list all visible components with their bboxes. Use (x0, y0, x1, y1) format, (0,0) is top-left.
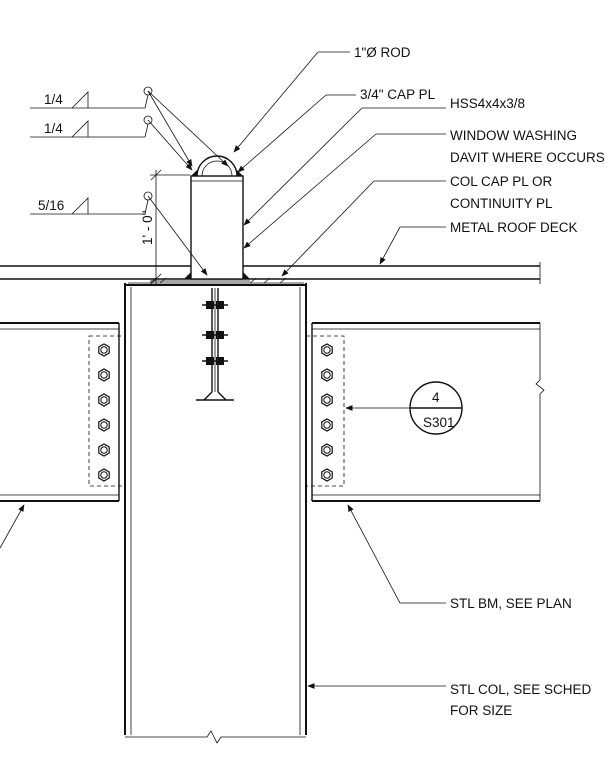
section-sheet: S301 (423, 415, 455, 430)
note-stl-col: STL COL, SEE SCHED FOR SIZE (307, 682, 592, 718)
davit-label-line-1: WINDOW WASHING (450, 128, 577, 143)
note-rod: 1"Ø ROD (233, 45, 411, 153)
stub-bolt (202, 331, 228, 339)
weld-size-1: 1/4 (44, 92, 63, 107)
beam-bolt (321, 343, 333, 357)
stl-col-label-line-2: FOR SIZE (450, 703, 512, 718)
note-stl-bm: STL BM, SEE PLAN (0, 504, 572, 611)
col-cap-plate (128, 280, 304, 284)
col-cap-label-line-1: COL CAP PL OR (450, 174, 553, 189)
section-number: 4 (432, 390, 440, 405)
stub-bolt (202, 301, 228, 309)
beam-bolt (321, 368, 333, 382)
beam-bolt (98, 343, 110, 357)
stl-col-label-line-1: STL COL, SEE SCHED (450, 682, 592, 697)
beam-bolt (321, 443, 333, 457)
beam-bolt (98, 368, 110, 382)
col-cap-label-line-2: CONTINUITY PL (450, 196, 553, 211)
beam-bolt (98, 393, 110, 407)
hss-label: HSS4x4x3/8 (450, 96, 525, 111)
beam-bolt (321, 393, 333, 407)
beam-bolt (98, 418, 110, 432)
beam-bolts (98, 343, 333, 482)
note-davit: WINDOW WASHING DAVIT WHERE OCCURS (243, 128, 605, 249)
davit-label-line-2: DAVIT WHERE OCCURS (450, 150, 605, 165)
cap-pl-label: 3/4" CAP PL (360, 87, 436, 102)
weld-symbol-2: 1/4 (30, 115, 193, 171)
beam-bolt (98, 468, 110, 482)
dimension-label: 1' - 0" (140, 210, 155, 245)
metal-roof-deck (0, 262, 541, 284)
beam-bolt (98, 443, 110, 457)
weld-size-3: 5/16 (38, 198, 64, 213)
right-steel-beam (305, 322, 545, 502)
weld-size-2: 1/4 (44, 121, 63, 136)
note-col-cap: COL CAP PL OR CONTINUITY PL (281, 174, 553, 277)
note-roof-deck: METAL ROOF DECK (379, 220, 578, 265)
beam-bolt (321, 418, 333, 432)
weld-symbol-1: 1/4 (30, 86, 229, 167)
section-callout: 4 S301 (345, 381, 463, 435)
steel-column (124, 283, 307, 744)
beam-bolt (321, 468, 333, 482)
note-hss: HSS4x4x3/8 (243, 96, 525, 226)
weld-symbol-3: 5/16 (30, 191, 208, 276)
stub-bolts (202, 301, 228, 365)
stub-bolt (202, 357, 228, 365)
note-cap-pl: 3/4" CAP PL (237, 87, 436, 173)
stl-bm-label: STL BM, SEE PLAN (450, 596, 572, 611)
roof-deck-label: METAL ROOF DECK (450, 220, 578, 235)
hss-post (184, 155, 250, 280)
left-steel-beam (0, 322, 126, 502)
height-dimension: 1' - 0" (140, 169, 190, 285)
rod-label: 1"Ø ROD (354, 45, 411, 60)
